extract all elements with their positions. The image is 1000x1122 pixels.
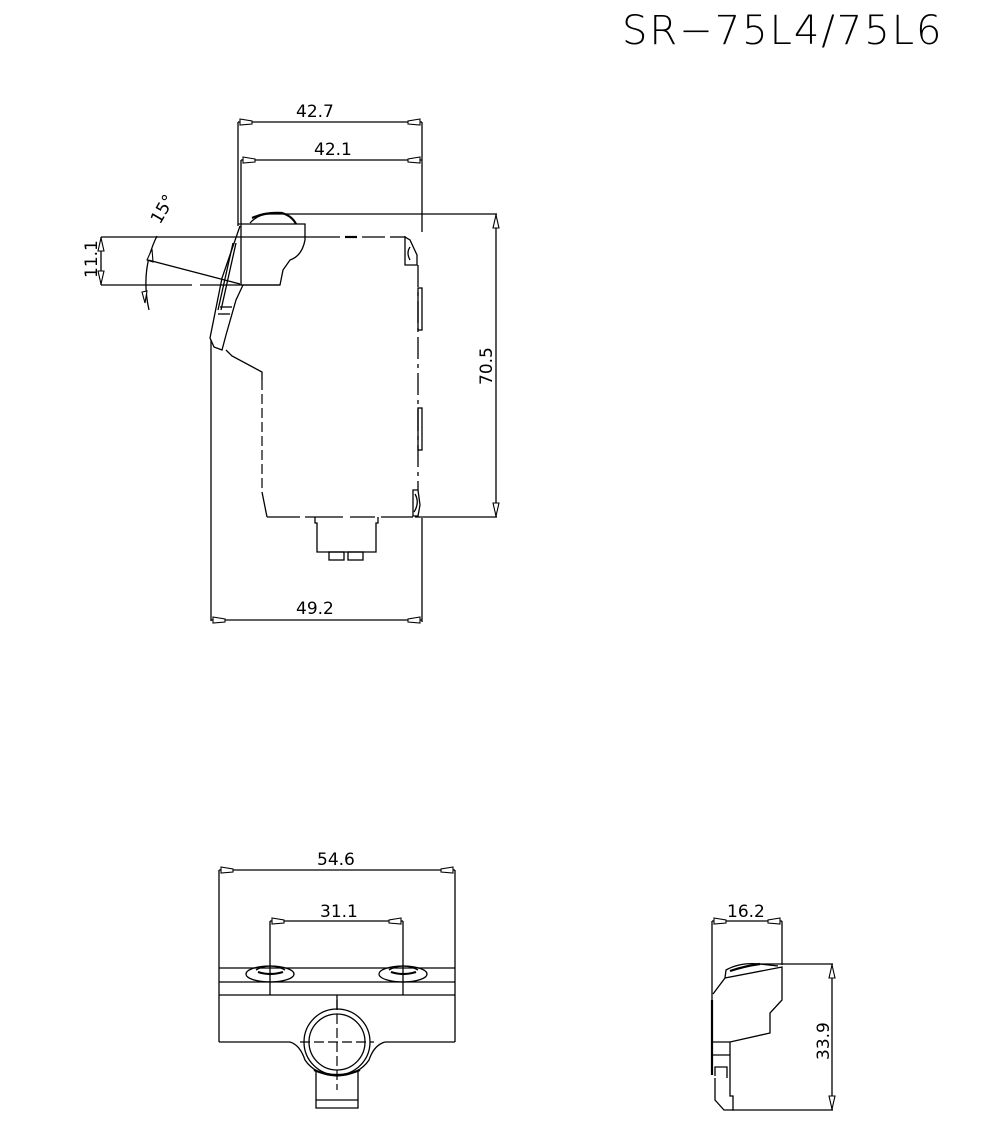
- dim-33-9: 33.9: [814, 1022, 834, 1060]
- end-view: 16.2 33.9: [710, 902, 836, 1111]
- dim-49-2: 49.2: [296, 599, 334, 619]
- side-view: 42.7 42.1 70.5 11.1 15°: [82, 102, 500, 624]
- drawing-title: SR−75L4/75L6: [622, 8, 943, 54]
- front-view: 54.6 31.1: [218, 850, 456, 1109]
- dim-70-5: 70.5: [477, 347, 497, 385]
- dim-42-1: 42.1: [314, 140, 352, 160]
- dim-42-7: 42.7: [296, 102, 334, 122]
- dim-11-1: 11.1: [82, 240, 102, 278]
- dim-31-1: 31.1: [320, 902, 358, 922]
- dim-angle-15: 15°: [147, 191, 179, 227]
- dim-54-6: 54.6: [317, 850, 355, 870]
- dim-16-2: 16.2: [727, 902, 765, 922]
